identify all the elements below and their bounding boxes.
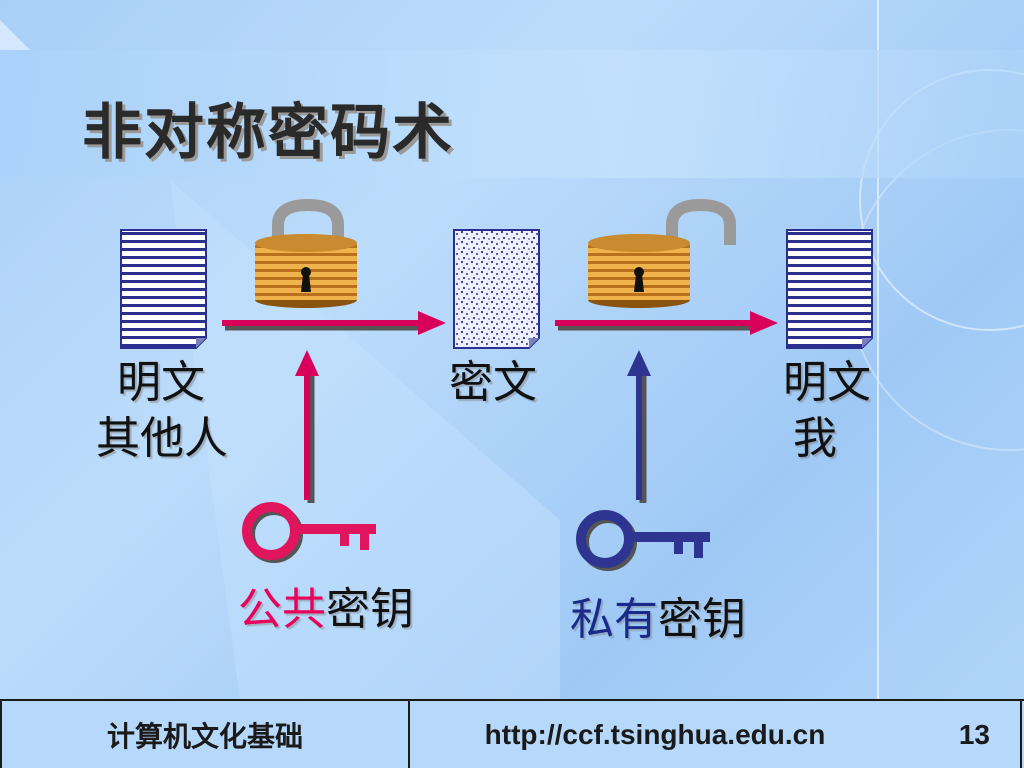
padlock-open-icon: [588, 198, 736, 308]
footer-course: 计算机文化基础: [0, 701, 410, 768]
private-key-suffix: 密钥: [658, 594, 746, 645]
title-band: [0, 50, 1024, 178]
public-key-suffix: 密钥: [326, 584, 414, 635]
plaintext-left-label: 明文: [117, 357, 205, 408]
plaintext-document-left-icon: [120, 229, 207, 349]
private-key-prefix: 私有: [570, 594, 658, 645]
public-key-icon: [242, 502, 376, 563]
sender-label: 其他人: [96, 413, 228, 464]
ciphertext-label: 密文: [449, 357, 537, 408]
page-number: 13: [880, 701, 1022, 768]
public-key-label: 公共密钥: [238, 573, 414, 637]
page-title: 非对称密码术: [82, 98, 454, 168]
ciphertext-document-icon: [453, 229, 540, 349]
arrow-up-icon: [295, 350, 319, 503]
arrow-right-icon: [555, 311, 778, 335]
receiver-label: 我: [793, 413, 837, 464]
private-key-label: 私有密钥: [570, 583, 746, 647]
footer-url[interactable]: http://ccf.tsinghua.edu.cn: [484, 718, 826, 750]
plaintext-document-right-icon: [786, 229, 873, 349]
public-key-prefix: 公共: [238, 584, 326, 635]
arrow-right-icon: [222, 311, 446, 335]
footer: 计算机文化基础 http://ccf.tsinghua.edu.cn 13: [0, 699, 1024, 768]
plaintext-right-label: 明文: [783, 357, 871, 408]
arrow-up-icon: [627, 350, 651, 503]
private-key-icon: [576, 510, 710, 571]
padlock-closed-icon: [255, 198, 357, 308]
